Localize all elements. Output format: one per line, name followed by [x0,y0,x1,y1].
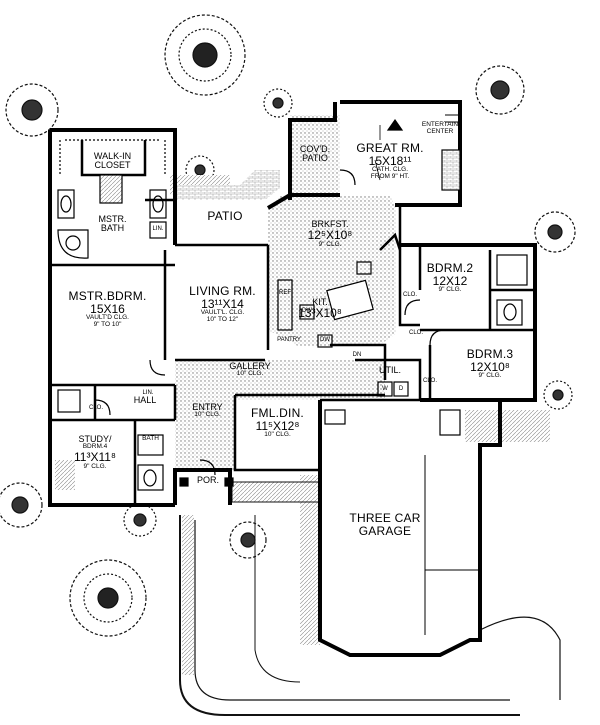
covd-patio-line-1: COV'D. [299,144,331,154]
entertain-center-label: ENTERTAIN CENTER [415,121,465,136]
family-dining-name: FML.DIN. [251,406,304,420]
fixtures [57,118,528,635]
dn-tag: DN [352,352,362,358]
bdrm3-size: 12X10⁸ [470,359,510,374]
dw-tag: DW [302,308,312,314]
entry-label: ENTRY 10" CLG. [185,402,230,419]
master-bath-label: MSTR. BATH [90,214,135,234]
lin-tag-hall: LIN. [142,390,154,396]
hall-label: HALL [133,395,157,405]
bdrm2-label: BDRM.2 12X12 9" CLG. [415,262,485,294]
porch-label: POR. [196,475,219,485]
entry-note: 10" CLG. [194,411,221,419]
master-bedroom-label: MSTR.BDRM. 15X16 VAULT'D CLG. 9" TO 10" [55,290,160,329]
brkfst-label: BRKFST. 12⁵X10⁸ 9" CLG. [290,219,370,249]
master-bedroom-note-2: 9" TO 10" [93,321,122,328]
study-note: 9" CLG. [83,462,107,470]
living-room-name: LIVING RM. [189,284,256,298]
bath-label: BATH [142,435,159,442]
family-dining-size: 11⁵X12⁸ [255,418,300,433]
kitchen-island [326,279,374,321]
bdrm3-name: BDRM.3 [466,347,514,361]
brkfst-note: 9" CLG. [318,241,342,249]
patio-label: PATIO [207,209,243,223]
kitchen-label: KIT. 13³X10⁸ [285,297,355,321]
study-label: STUDY/ BDRM.4 11³X11⁸ 9" CLG. [60,434,130,471]
walkin-closet-label: WALK-IN CLOSET [85,151,140,171]
living-room-label: LIVING RM. 13¹¹X14 VAULT'L. CLG. 10" TO … [180,285,265,324]
clo-tag-hall: CLO. [88,405,103,411]
lin-tag-master: LIN. [152,226,164,232]
closet-island [99,174,123,204]
bdrm2-note: 9" CLG. [438,286,462,294]
dryer-tag: D [398,386,404,392]
utility-label: UTIL. [378,365,401,375]
pantry-tag: PANTRY [277,337,301,343]
family-dining-label: FML.DIN. 11⁵X12⁸ 10" CLG. [240,407,315,439]
great-room-size: 15X18¹¹ [368,153,412,168]
window-bay [445,114,460,123]
clo-tag-bdrm3: CLO. [422,378,437,384]
fireplace [441,149,461,191]
gallery-note: 10" CLG. [236,370,264,378]
landscape-beds [55,175,561,716]
covd-patio-label: COV'D. PATIO [290,144,340,164]
clo-tag-bdrm2: CLO. [402,292,417,298]
walkin-closet-line-1: WALK-IN [93,151,132,161]
brkfst-size: 12⁵X10⁸ [307,228,353,243]
study-name-2: BDRM.4 [82,443,108,451]
living-room-note-2: 10" TO 12" [206,316,239,323]
study-size: 11³X11⁸ [74,450,116,465]
great-room-note: CATH. CLG. [372,166,408,174]
walkin-closet-line-2: CLOSET [94,160,131,171]
brkfst-name: BRKFST. [311,219,349,229]
clo-tag-bdrm3-2: CLO. [408,330,423,336]
bdrm3-note: 9" CLG. [478,372,502,380]
garage-label: THREE CAR GARAGE [340,512,430,537]
master-bedroom-note: VAULT'D CLG. [86,314,129,322]
study-name: STUDY/ [78,434,112,444]
entertain-line-1: ENTERTAIN [421,121,459,128]
kitchen-name: KIT. [312,297,328,307]
gallery-label: GALLERY 10" CLG. [215,361,285,378]
entry-name: ENTRY [192,402,223,412]
bdrm2-size: 12X12 [432,273,468,288]
ref-tag: REF [279,290,291,296]
master-bedroom-size: 15X16 [90,301,125,316]
master-bath-line-1: MSTR. [98,214,127,224]
garage-line-1: THREE CAR [349,511,421,525]
great-room-name: GREAT RM. [356,141,424,155]
master-bath-line-2: BATH [100,223,125,234]
living-room-size: 13¹¹X14 [201,296,244,311]
covd-patio-line-2: PATIO [302,153,328,164]
washer-tag: W [382,386,388,392]
great-room-label: GREAT RM. 15X18¹¹ CATH. CLG. FROM 9" HT. [340,142,440,181]
entertain-line-2: CENTER [426,127,454,135]
great-room-note-2: FROM 9" HT. [370,173,410,180]
family-dining-note: 10" CLG. [264,431,291,439]
dw-tag-2: DW [320,337,330,343]
kitchen-size: 13³X10⁸ [298,306,342,321]
tub [57,229,89,259]
bdrm3-label: BDRM.3 12X10⁸ 9" CLG. [455,348,525,380]
shrubs [0,14,576,637]
living-room-note: VAULT'L. CLG. [200,309,245,317]
interior-walls [50,140,535,505]
gallery-name: GALLERY [229,361,271,371]
bdrm2-name: BDRM.2 [426,261,474,275]
master-bedroom-name: MSTR.BDRM. [68,289,147,303]
garage-line-2: GARAGE [358,523,412,538]
